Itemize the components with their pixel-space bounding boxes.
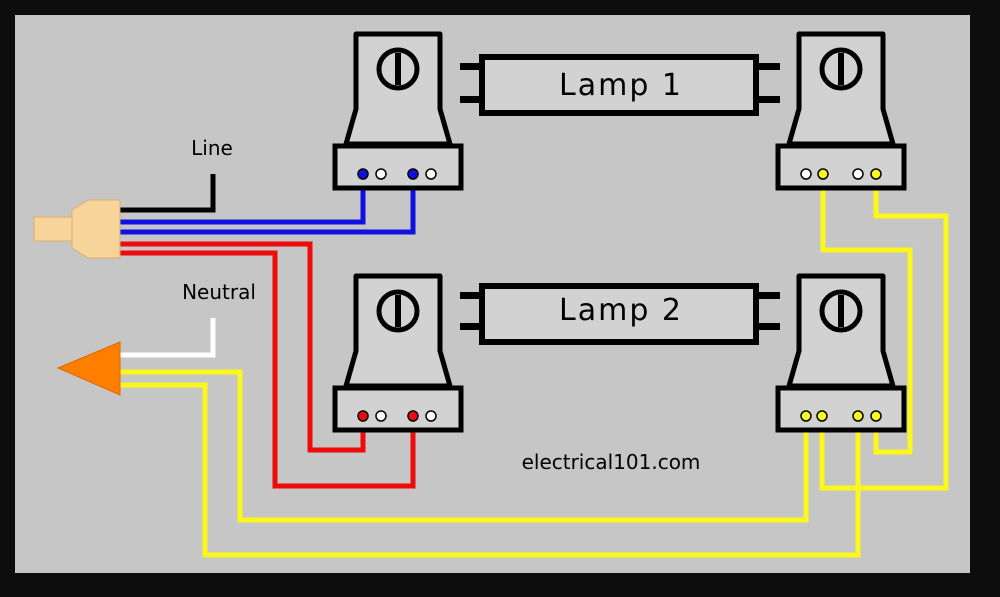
screw-icon — [819, 289, 863, 333]
red-wire-2 — [120, 250, 416, 489]
terminal-dot — [425, 168, 437, 180]
neutral-wire — [120, 318, 216, 358]
line-wire — [120, 174, 216, 213]
lamp-1-label: Lamp 1 — [559, 68, 683, 103]
screw-icon — [819, 47, 863, 91]
socket-lamp-2-right — [775, 273, 907, 433]
terminal-dot — [357, 410, 369, 422]
screw-icon — [376, 47, 420, 91]
neutral-connector — [56, 341, 121, 396]
terminal-dot — [852, 168, 864, 180]
lamp-sockets — [332, 31, 907, 433]
terminal-dot — [870, 410, 882, 422]
screw-icon — [376, 289, 420, 333]
terminal-dot — [800, 410, 812, 422]
terminal-dot — [357, 168, 369, 180]
lamp-2-label: Lamp 2 — [559, 293, 683, 328]
terminal-dot — [375, 168, 387, 180]
terminal-dot — [852, 410, 864, 422]
terminal-dot — [407, 168, 419, 180]
terminal-dot — [425, 410, 437, 422]
yellow-wire-4 — [819, 174, 949, 491]
terminal-dot — [375, 410, 387, 422]
terminal-dot — [800, 168, 812, 180]
blue-wire-2 — [120, 174, 416, 235]
watermark-text: electrical101.com — [522, 450, 701, 474]
yellow-wire-3 — [820, 174, 913, 455]
socket-lamp-1-left — [332, 31, 464, 191]
neutral-label: Neutral — [182, 280, 256, 304]
line-connector — [33, 199, 121, 259]
lamp-1-tube — [460, 54, 780, 116]
red-wire-1 — [120, 241, 366, 453]
yellow-wire-2 — [120, 382, 861, 558]
socket-lamp-1-right — [775, 31, 907, 191]
terminal-dot — [407, 410, 419, 422]
terminal-dot — [870, 168, 882, 180]
line-label: Line — [191, 136, 233, 160]
wires — [120, 174, 949, 558]
terminal-dot — [817, 168, 829, 180]
yellow-wire-1 — [120, 369, 809, 523]
lamp-2-tube — [460, 283, 780, 345]
socket-lamp-2-left — [332, 273, 464, 433]
terminal-dot — [816, 410, 828, 422]
